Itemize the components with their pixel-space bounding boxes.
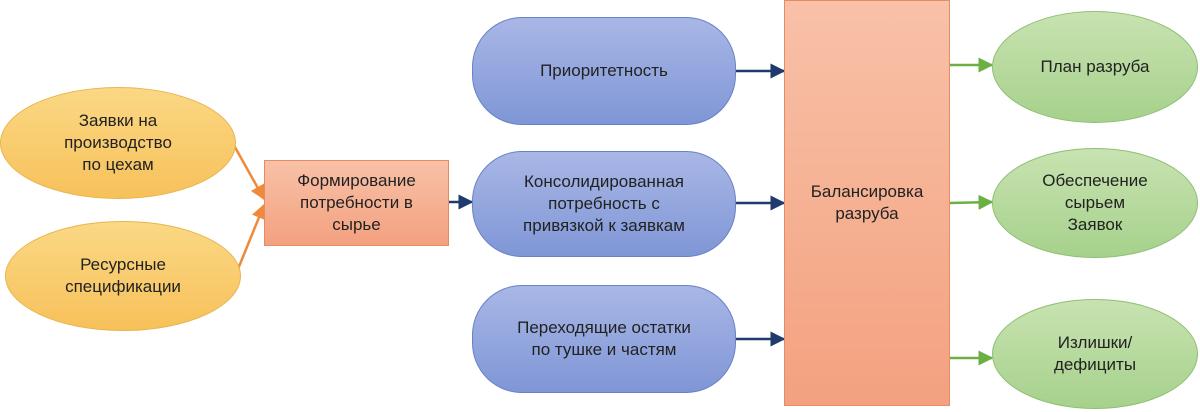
node-resource-specifications: Ресурсные спецификации <box>5 221 241 331</box>
node-demand-formation: Формирование потребности в сырье <box>264 160 449 246</box>
node-surplus-deficits: Излишки/ дефициты <box>992 299 1198 409</box>
arrow-balancing-to-supply <box>949 194 994 210</box>
arrow-requests-to-formation <box>229 139 266 201</box>
node-consolidated-demand: Консолидированная потребность с привязко… <box>472 151 736 257</box>
node-cutting-plan: План разруба <box>992 11 1198 123</box>
node-priority: Приоритетность <box>472 17 736 125</box>
node-raw-material-supply: Обеспечение сырьем Заявок <box>992 148 1198 258</box>
node-carryover-remains: Переходящие остатки по тушке и частям <box>472 285 736 393</box>
node-cutting-balancing: Балансировка разруба <box>784 0 950 406</box>
arrow-specs-to-formation <box>234 203 266 275</box>
node-production-requests: Заявки на производство по цехам <box>0 87 236 199</box>
